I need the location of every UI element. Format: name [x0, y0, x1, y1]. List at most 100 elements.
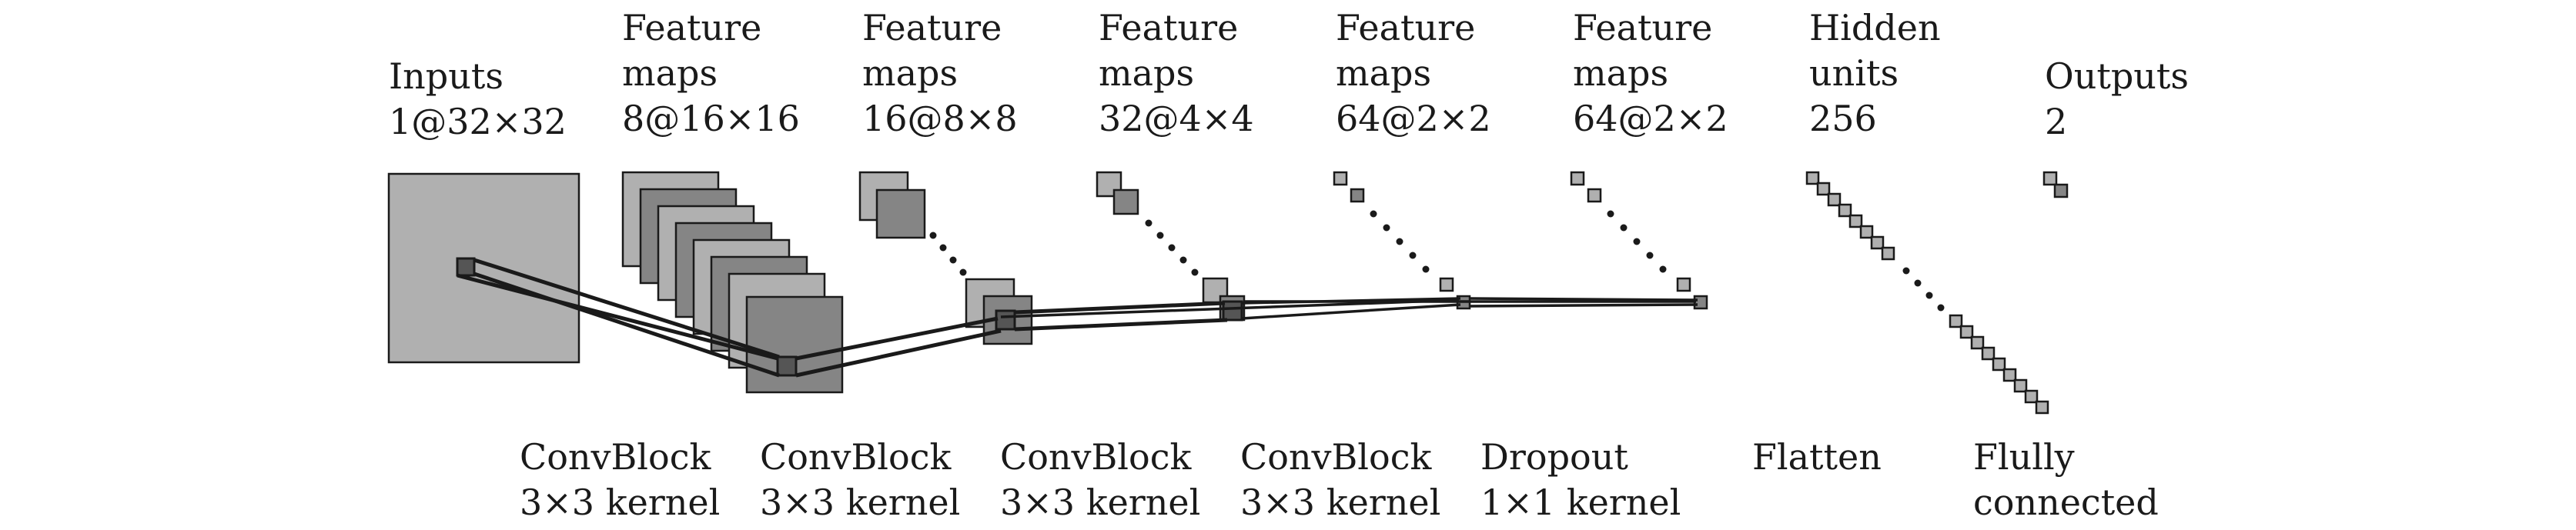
- fm1-title-line1: Feature: [622, 7, 761, 48]
- hidden-unit: [1827, 192, 1842, 207]
- fm5-shape: 64@2×2: [1573, 98, 1728, 139]
- fm5-title-line2: maps: [1573, 52, 1668, 94]
- fm3-ellipsis-dot: [1168, 244, 1176, 252]
- fm5-ellipsis-dot: [1633, 238, 1641, 245]
- op2-title: ConvBlock: [760, 436, 952, 478]
- op2-kernel: 3×3 kernel: [760, 482, 960, 523]
- hidden-unit: [1949, 314, 1963, 328]
- hidden-unit: [1870, 235, 1885, 250]
- op4-kernel: 3×3 kernel: [1240, 482, 1440, 523]
- hidden-units: [1805, 171, 2049, 415]
- hidden-unit: [2002, 368, 2017, 382]
- op7-title-line2: connected: [1973, 482, 2159, 523]
- inputs-shape: 1@32×32: [389, 101, 567, 142]
- fm2-receptive-field: [995, 309, 1016, 331]
- bottom-labels: ConvBlock 3×3 kernel ConvBlock 3×3 kerne…: [520, 436, 2159, 523]
- fm5-ellipsis-dot: [1620, 224, 1628, 232]
- output-unit: [2053, 183, 2069, 198]
- fm2-title-line2: maps: [862, 52, 958, 94]
- connection-line: [473, 258, 780, 359]
- fm2-shape: 16@8×8: [862, 98, 1018, 139]
- connection-line: [1241, 303, 1461, 320]
- fm4-ellipsis-dot: [1396, 238, 1403, 245]
- connection-line: [1469, 297, 1698, 302]
- connection-line: [795, 316, 999, 361]
- connection-lines: [457, 258, 1698, 378]
- fm5-map: [1676, 277, 1691, 292]
- op4-title: ConvBlock: [1240, 436, 1432, 478]
- op3-title: ConvBlock: [1000, 436, 1192, 478]
- hidden-ellipsis-dot: [1925, 292, 1933, 299]
- connection-line: [1014, 301, 1226, 315]
- fm5-stack: [1570, 171, 1708, 310]
- fm3-ellipsis-dot: [1156, 232, 1164, 239]
- op5-kernel: 1×1 kernel: [1480, 482, 1681, 523]
- hidden-ellipsis-dot: [1902, 267, 1910, 275]
- fm3-title-line2: maps: [1099, 52, 1194, 94]
- hidden-unit: [1992, 357, 2006, 372]
- fm1-receptive-field: [776, 355, 798, 377]
- fm4-map: [1439, 277, 1454, 292]
- fm5-title-line1: Feature: [1573, 7, 1712, 48]
- fm1-title-line2: maps: [622, 52, 718, 94]
- hidden-unit: [1859, 225, 1874, 239]
- fm4-ellipsis-dot: [1383, 224, 1390, 232]
- connection-line: [473, 272, 780, 378]
- fm2-ellipsis-dot: [959, 268, 967, 276]
- fm4-map: [1350, 188, 1365, 203]
- hidden-ellipsis-dot: [1914, 279, 1922, 287]
- fm1-map: [745, 295, 844, 394]
- fm4-title-line2: maps: [1336, 52, 1431, 94]
- fm3-shape: 32@4×4: [1099, 98, 1254, 139]
- hidden-unit: [1838, 203, 1852, 218]
- fm5-map: [1587, 188, 1602, 203]
- fm5-ellipsis-dot: [1646, 252, 1654, 259]
- op5-title: Dropout: [1480, 436, 1628, 478]
- fm3-map: [1112, 188, 1139, 215]
- fm4-stack: [1333, 171, 1471, 310]
- fm1-shape: 8@16×16: [622, 98, 800, 139]
- fm5-ellipsis-dot: [1659, 265, 1667, 273]
- fm4-ellipsis-dot: [1409, 252, 1417, 259]
- hidden-title-line1: Hidden: [1809, 7, 1941, 48]
- output-unit: [2042, 171, 2058, 186]
- input-map: [387, 172, 580, 364]
- fm4-shape: 64@2×2: [1336, 98, 1491, 139]
- hidden-unit: [1881, 246, 1895, 261]
- output-units: [2042, 171, 2069, 198]
- connection-line: [457, 273, 778, 361]
- outputs-count: 2: [2045, 101, 2067, 142]
- fm3-receptive-field: [1222, 300, 1243, 322]
- hidden-title-line2: units: [1809, 52, 1899, 94]
- input-layer: [387, 172, 580, 364]
- hidden-unit: [1848, 214, 1863, 228]
- input-receptive-field: [456, 257, 476, 277]
- hidden-unit: [1959, 325, 1974, 339]
- hidden-unit: [1981, 346, 1996, 361]
- fm4-ellipsis-dot: [1422, 265, 1430, 273]
- fm5-map: [1570, 171, 1585, 186]
- hidden-unit: [1970, 335, 1985, 350]
- hidden-unit: [2035, 400, 2049, 415]
- fm2-ellipsis-dot: [949, 256, 957, 264]
- fm2-ellipsis-dot: [929, 232, 937, 239]
- op3-kernel: 3×3 kernel: [1000, 482, 1200, 523]
- fm5-ellipsis-dot: [1607, 210, 1614, 218]
- fm5-map: [1693, 295, 1708, 310]
- hidden-unit: [2013, 378, 2028, 393]
- hidden-unit: [1816, 182, 1831, 196]
- fm3-ellipsis-dot: [1179, 256, 1187, 264]
- connection-line: [795, 328, 1002, 378]
- op7-title-line1: Flully: [1973, 436, 2075, 478]
- fm4-map: [1333, 171, 1348, 186]
- fm3-ellipsis-dot: [1145, 219, 1153, 227]
- fm1-stack: [621, 171, 844, 394]
- hidden-count: 256: [1809, 98, 1877, 139]
- fm2-ellipsis-dot: [939, 244, 947, 252]
- op1-title: ConvBlock: [520, 436, 711, 478]
- inputs-title: Inputs: [389, 55, 503, 97]
- op1-kernel: 3×3 kernel: [520, 482, 720, 523]
- fm3-title-line1: Feature: [1099, 7, 1238, 48]
- op6-title: Flatten: [1752, 436, 1882, 478]
